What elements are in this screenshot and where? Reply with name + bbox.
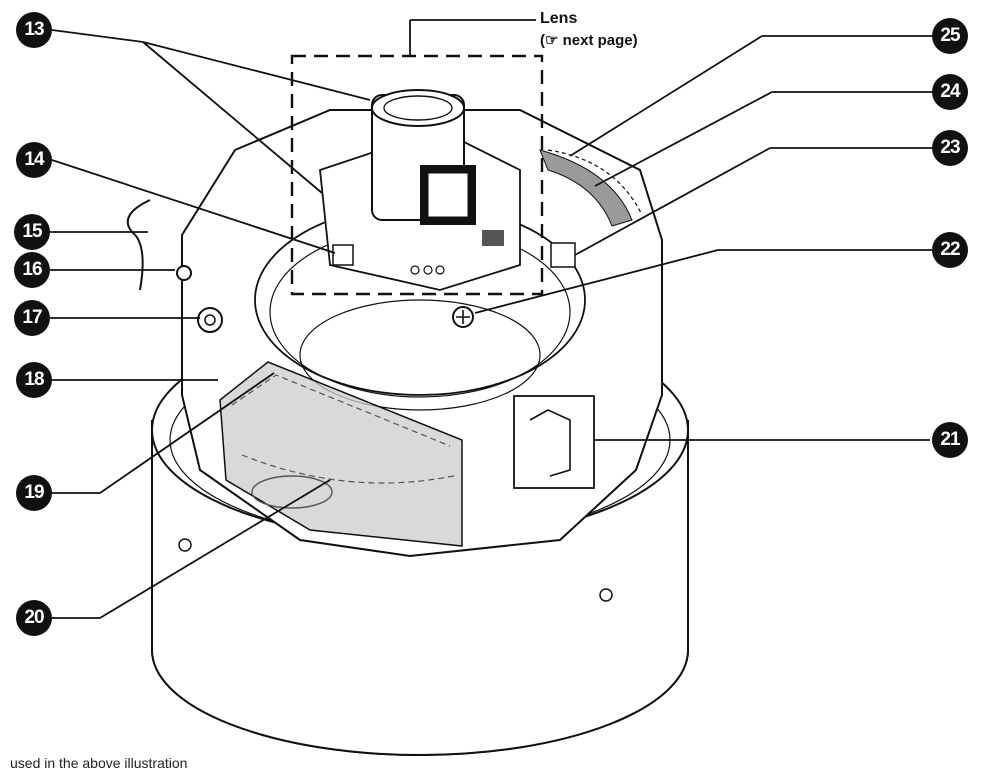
cable: [126, 199, 151, 291]
base-screw-hole: [178, 538, 192, 552]
callout-19: 19: [16, 475, 52, 511]
clip-box-21: [513, 395, 595, 489]
callout-13: 13: [16, 12, 52, 48]
callout-20: 20: [16, 600, 52, 636]
screw-16: [176, 265, 192, 281]
lens-label-title: Lens: [540, 10, 578, 27]
marker-14: [332, 244, 354, 266]
callout-22: 22: [932, 232, 968, 268]
callout-24: 24: [932, 74, 968, 110]
callout-21: 21: [932, 422, 968, 458]
gray-cover: [219, 361, 463, 547]
tilt-arc: [539, 149, 633, 227]
callout-25: 25: [932, 18, 968, 54]
callout-16: 16: [14, 252, 50, 288]
callout-15: 15: [14, 214, 50, 250]
lens-label: Lens (☞ next page): [540, 8, 638, 52]
lens-label-ref: (☞ next page): [540, 32, 638, 49]
callout-14: 14: [16, 142, 52, 178]
leader-lines: [50, 19, 932, 619]
callout-23: 23: [932, 130, 968, 166]
callout-18: 18: [16, 362, 52, 398]
callout-17: 17: [14, 300, 50, 336]
base-screw-hole: [599, 588, 613, 602]
caption-text: used in the above illustration: [10, 755, 188, 771]
marker-23: [550, 242, 576, 268]
